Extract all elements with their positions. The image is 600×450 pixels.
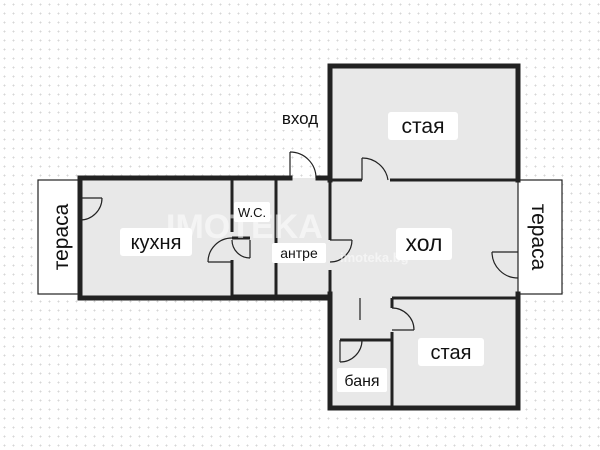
label-room-bottom: стая [431,342,472,364]
label-terrace-right: тераса [527,204,550,271]
outer-walls [77,63,521,411]
door-living-hall [329,239,353,263]
label-room-top: стая [402,115,445,138]
door-terrace-left [79,197,103,221]
label-bg-wc [234,202,270,222]
door-wc [231,239,251,259]
watermark-site: imoteka.bg [340,250,409,265]
label-bg-kitchen [120,228,192,256]
door-kitchen [207,237,233,263]
door-terrace-right [491,251,519,279]
hall-floor [276,178,332,296]
door-room-bottom [391,307,415,331]
label-terrace-left: тераса [50,203,73,270]
terrace-right-box [517,179,563,295]
outer-wall-top-room [327,63,521,183]
label-hall: антре [280,245,318,261]
door-living-corridor [359,298,361,320]
door-bathroom [339,339,363,363]
label-bg-bathroom [337,368,387,392]
label-kitchen: кухня [131,232,182,254]
label-bg-hall [272,243,326,263]
label-bg-room-bottom [418,338,484,366]
watermark: IMOTEKA imoteka.bg [166,208,409,265]
label-bg-room-top [388,112,458,140]
label-bg-living [396,228,452,260]
inner-walls [230,178,518,408]
door-room-top [361,157,389,181]
label-living: хол [406,230,443,256]
room-labels: вход стая кухня W.C. антре хол стая баня… [50,106,550,392]
label-wc: W.C. [238,205,266,220]
outer-wall-right-lower [327,291,521,411]
label-bathroom: баня [344,373,379,390]
outer-wall-left-block [77,175,333,301]
door-entrance [289,151,317,179]
label-bg-entrance [276,106,324,130]
label-entrance: вход [282,109,318,128]
doors [79,151,519,363]
